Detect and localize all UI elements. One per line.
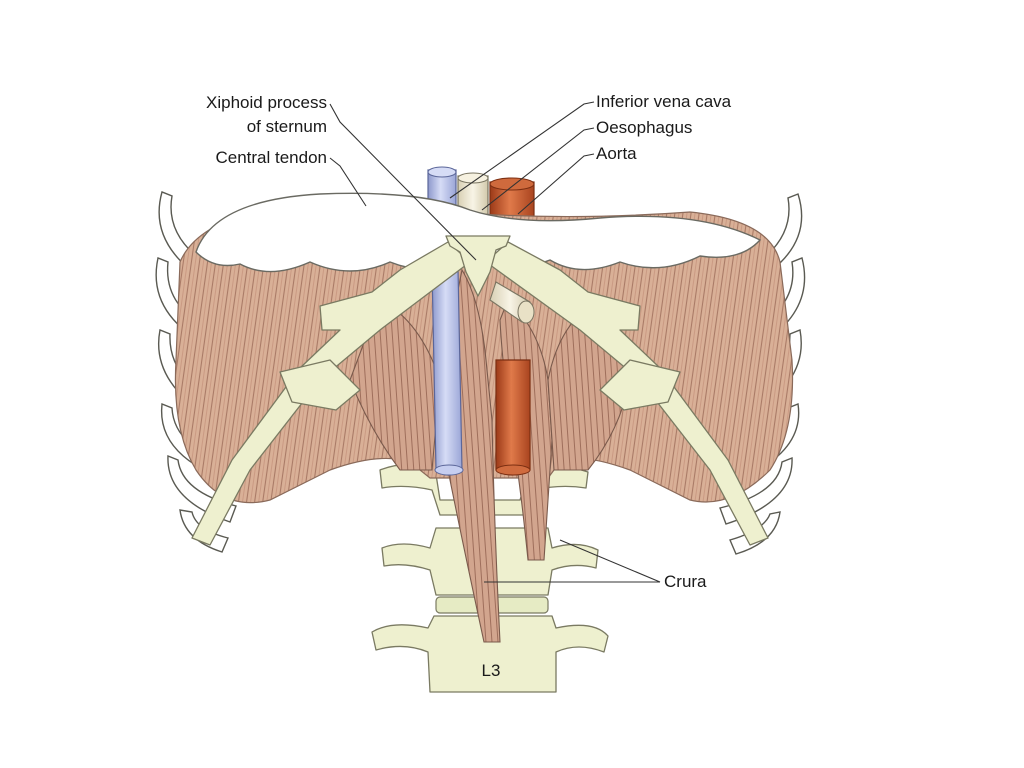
leader-ivc bbox=[449, 101, 595, 199]
label-aorta: Aorta bbox=[596, 144, 637, 163]
label-inferior-vena-cava: Inferior vena cava bbox=[596, 92, 732, 111]
costal-margin bbox=[191, 235, 769, 546]
label-l3: L3 bbox=[482, 661, 501, 680]
aorta bbox=[495, 359, 531, 476]
inferior-vena-cava-end bbox=[434, 464, 464, 476]
label-xiphoid-line1: Xiphoid process bbox=[206, 93, 327, 112]
inferior-vena-cava bbox=[431, 267, 463, 476]
labels: Xiphoid process of sternum Central tendo… bbox=[206, 92, 732, 680]
label-crura: Crura bbox=[664, 572, 707, 591]
vertebra-l3 bbox=[371, 615, 609, 693]
leader-crura-1 bbox=[559, 539, 661, 583]
costal-cartilage-right bbox=[485, 241, 769, 546]
label-xiphoid-line2: of sternum bbox=[247, 117, 327, 136]
costal-cartilage-right-inner bbox=[599, 359, 681, 411]
vessels-lower bbox=[431, 267, 535, 476]
leader-lines bbox=[329, 101, 661, 583]
costal-cartilage-left-inner bbox=[279, 359, 361, 411]
leader-oesophagus bbox=[481, 127, 595, 211]
label-oesophagus: Oesophagus bbox=[596, 118, 692, 137]
oesophagus-opening bbox=[517, 300, 535, 324]
leader-central-tendon bbox=[329, 157, 367, 207]
label-central-tendon: Central tendon bbox=[215, 148, 327, 167]
aorta-end bbox=[495, 464, 531, 476]
leader-aorta bbox=[517, 153, 595, 215]
leader-xiphoid bbox=[329, 103, 477, 261]
inferior-vena-cava-top bbox=[427, 166, 457, 178]
xiphoid-process bbox=[445, 235, 511, 297]
costal-cartilage-left bbox=[191, 241, 471, 546]
oesophagus-top bbox=[457, 172, 489, 184]
central-tendon bbox=[195, 192, 762, 273]
aorta-top bbox=[489, 177, 535, 191]
central-crural-fibres bbox=[349, 299, 441, 471]
